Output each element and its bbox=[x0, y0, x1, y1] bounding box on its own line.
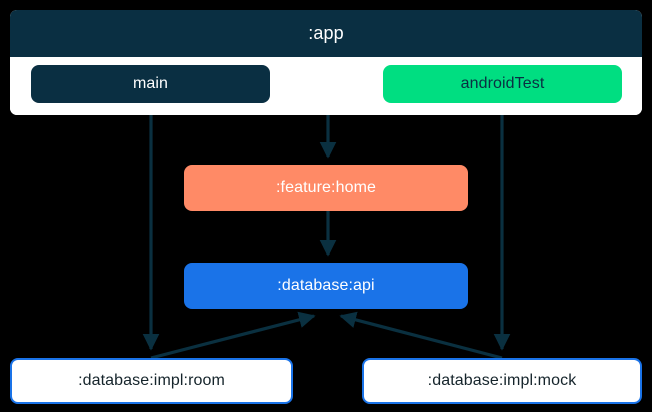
subgraph-app-title: :app bbox=[10, 10, 642, 57]
node-database-impl-room[interactable]: :database:impl:room bbox=[10, 358, 293, 404]
edge-database-impl-room-to-database-api bbox=[150, 311, 316, 360]
subgraph-app[interactable]: :app main androidTest bbox=[10, 10, 642, 115]
node-database-impl-mock[interactable]: :database:impl:mock bbox=[362, 358, 642, 404]
node-main[interactable]: main bbox=[31, 65, 270, 103]
node-database-api[interactable]: :database:api bbox=[184, 263, 468, 309]
subgraph-app-body: main androidTest bbox=[10, 57, 642, 115]
edge-database-impl-mock-to-database-api bbox=[339, 311, 503, 360]
node-android-test[interactable]: androidTest bbox=[383, 65, 622, 103]
node-feature-home[interactable]: :feature:home bbox=[184, 165, 468, 211]
